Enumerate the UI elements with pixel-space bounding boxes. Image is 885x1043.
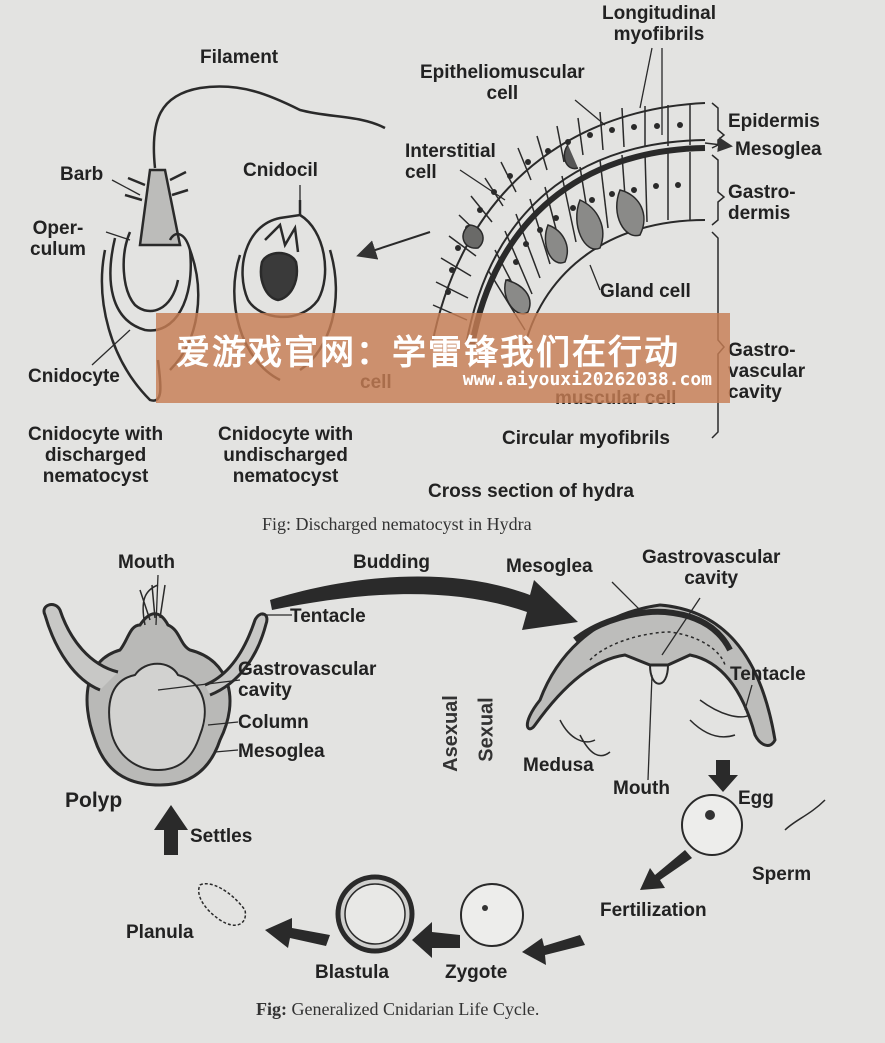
- label-medusa: Medusa: [523, 755, 594, 776]
- label-mouth-medusa: Mouth: [613, 778, 670, 799]
- label-gastrodermis: Gastro- dermis: [728, 182, 796, 224]
- label-planula: Planula: [126, 922, 194, 943]
- label-tentacle-medusa: Tentacle: [730, 664, 806, 685]
- polyp-drawing: [42, 574, 292, 787]
- watermark-banner: 爱游戏官网：学雷锋我们在行动 www.aiyouxi20262038.com: [156, 313, 730, 403]
- label-epitheliomuscular-cell: Epitheliomuscular cell: [420, 62, 585, 104]
- label-column: Column: [238, 712, 309, 733]
- caption-bottom-text: Generalized Cnidarian Life Cycle.: [287, 999, 540, 1019]
- label-tentacle-polyp: Tentacle: [290, 606, 366, 627]
- top-leader-lines: [91, 47, 663, 366]
- label-sexual: Sexual: [475, 697, 498, 762]
- label-fertilization: Fertilization: [600, 900, 707, 921]
- label-barb: Barb: [60, 164, 104, 185]
- label-polyp: Polyp: [65, 789, 123, 812]
- label-epidermis: Epidermis: [728, 111, 820, 132]
- label-cnidocyte-discharged: Cnidocyte with discharged nematocyst: [28, 424, 164, 487]
- caption-bottom-prefix: Fig:: [256, 999, 287, 1019]
- label-cross-section: Cross section of hydra: [428, 481, 634, 502]
- label-cnidocyte: Cnidocyte: [28, 366, 120, 387]
- label-asexual: Asexual: [439, 695, 462, 772]
- caption-top: Fig: Discharged nematocyst in Hydra: [262, 514, 532, 534]
- label-mouth-polyp: Mouth: [118, 552, 175, 573]
- label-operculum: Oper- culum: [30, 218, 86, 260]
- label-settles: Settles: [190, 826, 253, 847]
- label-blastula: Blastula: [315, 962, 389, 983]
- watermark-url: www.aiyouxi20262038.com: [462, 369, 712, 390]
- label-budding: Budding: [353, 552, 431, 573]
- label-filament: Filament: [200, 47, 279, 68]
- label-mesoglea-polyp: Mesoglea: [238, 741, 325, 762]
- label-gastrovascular-cavity-polyp: Gastrovascular cavity: [238, 659, 377, 701]
- label-gastrovascular-cavity-top: Gastro- vascular cavity: [728, 340, 806, 403]
- label-egg: Egg: [738, 788, 774, 809]
- label-sperm: Sperm: [752, 864, 812, 885]
- life-cycle-arrows: [154, 576, 738, 965]
- label-interstitial-cell: Interstitial cell: [405, 141, 496, 183]
- label-circular-myofibrils: Circular myofibrils: [502, 428, 670, 449]
- caption-bottom: Fig: Generalized Cnidarian Life Cycle.: [256, 999, 539, 1020]
- label-mesoglea-top: Mesoglea: [735, 139, 822, 160]
- medusa-drawing: [525, 581, 777, 781]
- label-cnidocil: Cnidocil: [243, 160, 318, 181]
- label-mesoglea-medusa: Mesoglea: [506, 556, 593, 577]
- life-cycle-stages: [198, 794, 826, 954]
- hydra-cross-section-drawing: [431, 102, 733, 439]
- label-longitudinal-myofibrils: Longitudinal myofibrils: [602, 3, 716, 45]
- watermark-title: 爱游戏官网：学雷锋我们在行动: [176, 333, 680, 373]
- label-zygote: Zygote: [445, 962, 508, 983]
- label-gland-cell: Gland cell: [600, 281, 691, 302]
- label-cnidocyte-undischarged: Cnidocyte with undischarged nematocyst: [218, 424, 354, 487]
- label-gastrovascular-cavity-medusa: Gastrovascular cavity: [642, 547, 781, 589]
